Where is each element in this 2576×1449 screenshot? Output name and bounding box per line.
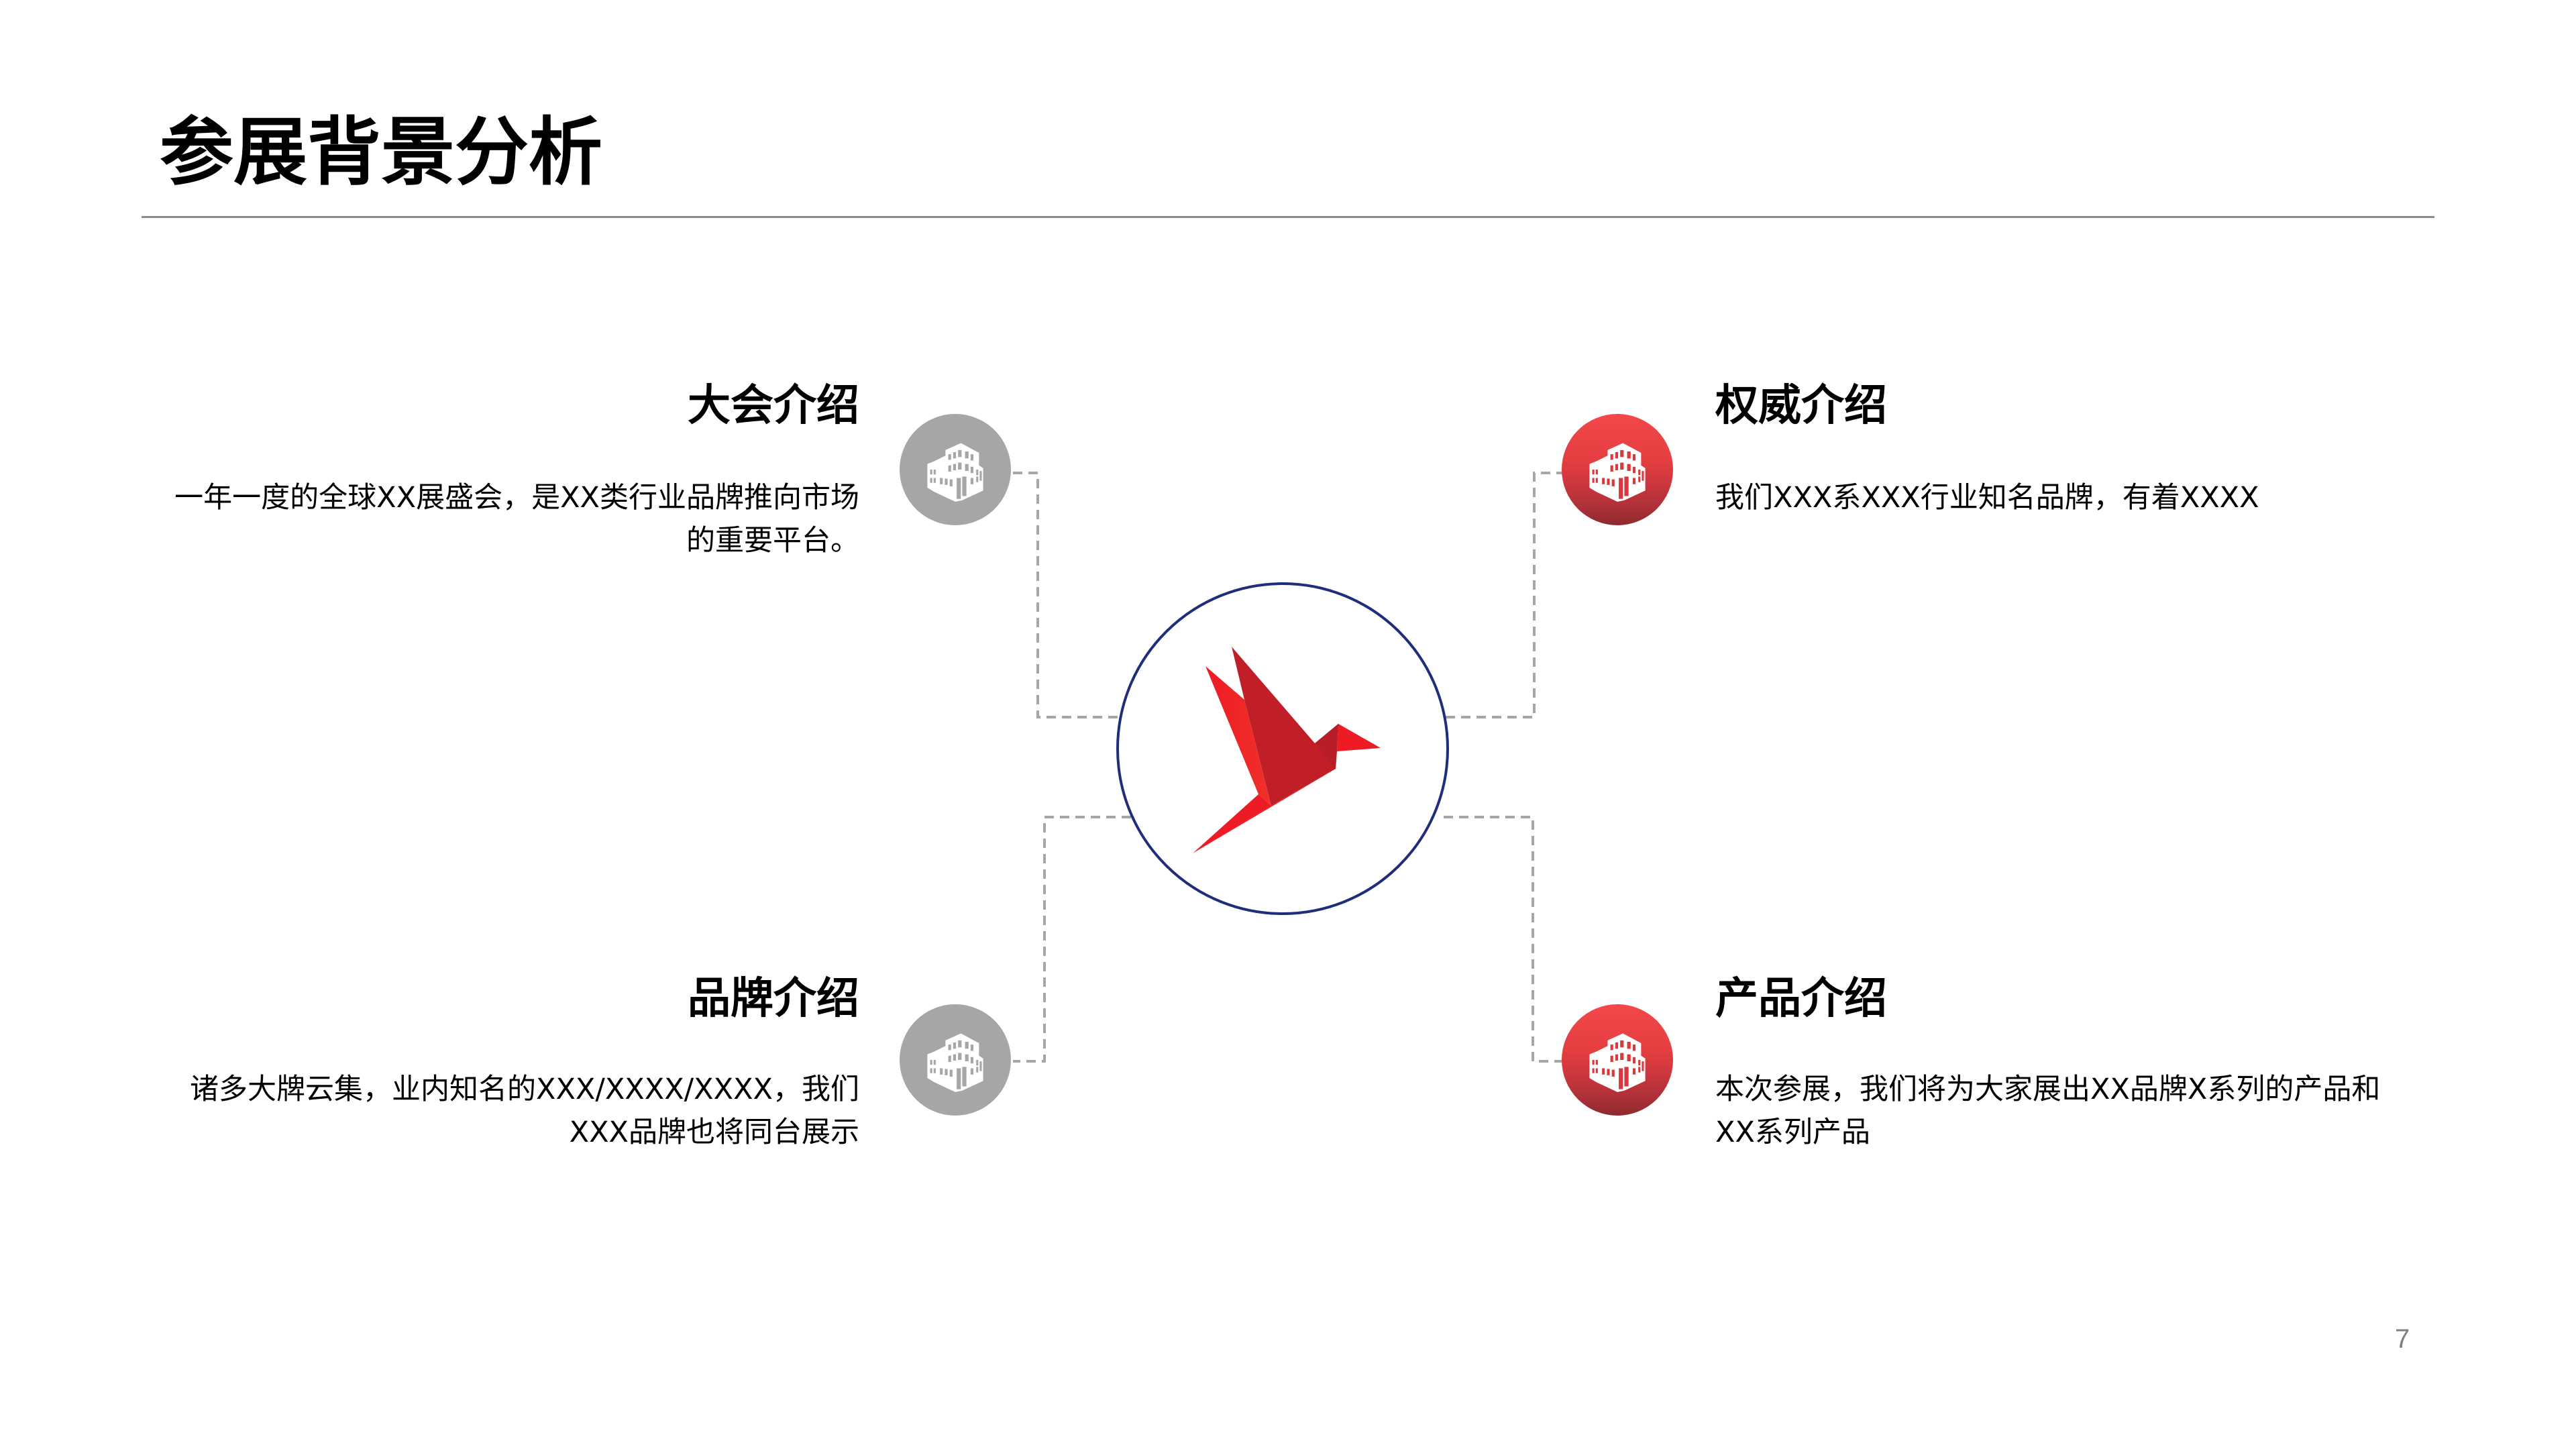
section-heading-authority: 权威介绍	[1715, 381, 1887, 431]
building-icon	[1589, 443, 1646, 502]
connector-top-right	[1446, 472, 1563, 718]
body-line: 一年一度的全球XX展盛会，是XX类行业品牌推向市场	[174, 481, 859, 515]
building-icon	[927, 443, 983, 502]
section-body-product: 本次参展，我们将为大家展出XX品牌X系列的产品和 XX系列产品	[1715, 1068, 2453, 1154]
body-line: 的重要平台。	[686, 524, 859, 557]
center-logo	[1116, 582, 1449, 915]
connector-top-left	[1013, 472, 1120, 718]
body-line: 诸多大牌云集，业内知名的XXX/XXXX/XXXX，我们	[189, 1073, 859, 1106]
building-icon	[927, 1033, 983, 1092]
connector-bottom-left	[1013, 816, 1131, 1063]
origami-bird-icon	[1193, 647, 1381, 853]
section-icon-brand	[900, 1004, 1011, 1116]
section-icon-conference	[900, 414, 1011, 525]
section-body-brand: 诸多大牌云集，业内知名的XXX/XXXX/XXXX，我们 XXX品牌也将同台展示	[121, 1068, 859, 1154]
section-heading-product: 产品介绍	[1715, 974, 1887, 1024]
page-number: 7	[2395, 1324, 2410, 1354]
section-heading-brand: 品牌介绍	[688, 974, 859, 1024]
page-title: 参展背景分析	[160, 109, 602, 195]
section-icon-product	[1562, 1004, 1673, 1116]
connector-bottom-right	[1444, 816, 1563, 1063]
body-line: 本次参展，我们将为大家展出XX品牌X系列的产品和	[1715, 1073, 2381, 1106]
section-body-conference: 一年一度的全球XX展盛会，是XX类行业品牌推向市场 的重要平台。	[121, 476, 859, 562]
section-icon-authority	[1562, 414, 1673, 525]
section-heading-conference: 大会介绍	[688, 381, 859, 431]
building-icon	[1589, 1033, 1646, 1092]
body-line: XXX品牌也将同台展示	[569, 1116, 859, 1149]
body-line: 我们XXX系XXX行业知名品牌，有着XXXX	[1715, 481, 2259, 515]
title-divider	[142, 216, 2434, 218]
body-line: XX系列产品	[1715, 1116, 1870, 1149]
section-body-authority: 我们XXX系XXX行业知名品牌，有着XXXX	[1715, 476, 2453, 519]
